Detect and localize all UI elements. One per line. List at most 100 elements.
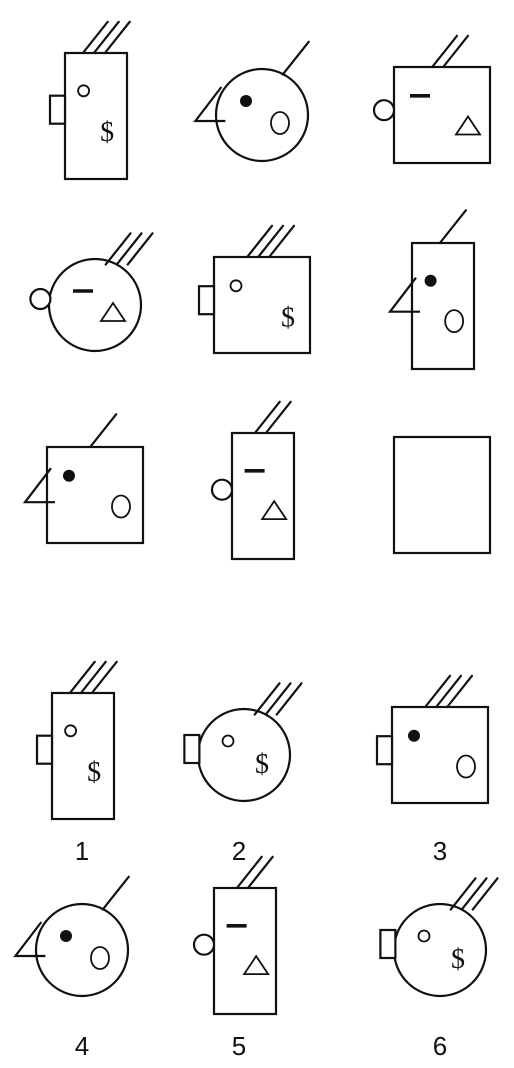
option-label-2: 2 <box>232 836 246 866</box>
hair-stroke <box>255 683 280 714</box>
matrix-figure-2 <box>195 42 308 161</box>
option-figure-5 <box>194 857 276 1014</box>
hair-stroke <box>432 36 457 67</box>
hair-stroke <box>117 233 142 264</box>
eye-open-circle <box>65 725 76 736</box>
eye-filled-dot <box>240 95 252 107</box>
dollar-sign: $ <box>87 757 101 788</box>
matrix-figure-6 <box>390 210 474 369</box>
ear-rectangle <box>37 736 52 764</box>
option-figure-3 <box>377 676 488 803</box>
eye-open-circle <box>78 85 89 96</box>
head-rectangle <box>65 53 127 179</box>
hair-stroke <box>105 22 130 53</box>
hair-stroke <box>255 402 280 433</box>
head-rectangle <box>214 257 310 353</box>
option-label-6: 6 <box>433 1031 447 1061</box>
head-circle <box>49 259 141 351</box>
dollar-sign: $ <box>281 303 295 334</box>
hair-stroke <box>266 683 291 714</box>
eye-filled-dot <box>63 470 75 482</box>
hair-stroke <box>94 22 119 53</box>
hair-stroke <box>128 233 153 264</box>
hair-stroke <box>266 402 291 433</box>
head-rectangle <box>47 447 143 543</box>
matrix-figure-7 <box>25 414 143 543</box>
head-circle <box>394 904 486 996</box>
hair-stroke <box>90 414 116 447</box>
head-rectangle <box>392 707 488 803</box>
hair-stroke <box>451 878 476 909</box>
head-rectangle <box>412 243 474 369</box>
eye-filled-dot <box>60 930 72 942</box>
hair-stroke <box>83 22 108 53</box>
ear-circle <box>194 935 214 955</box>
hair-stroke <box>70 662 95 693</box>
head-circle <box>36 904 128 996</box>
option-figure-2: $ <box>184 683 301 801</box>
option-figure-6: $ <box>380 878 497 996</box>
option-figure-4 <box>15 877 128 996</box>
ear-rectangle <box>50 96 65 124</box>
eye-open-circle <box>231 280 242 291</box>
head-circle <box>216 69 308 161</box>
hair-stroke <box>247 226 272 257</box>
blank-answer-box <box>394 437 490 553</box>
option-label-3: 3 <box>433 836 447 866</box>
head-rectangle <box>394 67 490 163</box>
dollar-sign: $ <box>451 944 465 975</box>
answer-options: $1 $2 3 4 5 $6 <box>15 662 497 1061</box>
dollar-sign: $ <box>255 749 269 780</box>
ear-circle <box>374 100 394 120</box>
option-label-1: 1 <box>75 836 89 866</box>
option-label-5: 5 <box>232 1031 246 1061</box>
matrix-figure-9 <box>394 437 490 553</box>
ear-circle <box>30 289 50 309</box>
dollar-sign: $ <box>100 117 114 148</box>
head-circle <box>198 709 290 801</box>
ear-rectangle <box>377 736 392 764</box>
eye-filled-dot <box>408 730 420 742</box>
mouth-oval <box>91 947 109 969</box>
hair-stroke <box>436 676 461 707</box>
hair-stroke <box>269 226 294 257</box>
matrix-figure-5: $ <box>199 226 310 353</box>
option-figure-1: $ <box>37 662 117 819</box>
hair-stroke <box>92 662 117 693</box>
hair-stroke <box>103 877 129 910</box>
matrix-figure-4 <box>30 233 152 351</box>
hair-stroke <box>443 36 468 67</box>
hair-stroke <box>258 226 283 257</box>
mouth-oval <box>457 756 475 778</box>
mouth-oval <box>112 496 130 518</box>
hair-stroke <box>277 683 302 714</box>
ear-circle <box>212 480 232 500</box>
hair-stroke <box>447 676 472 707</box>
option-label-4: 4 <box>75 1031 89 1061</box>
hair-stroke <box>283 42 309 75</box>
matrix-figure-1: $ <box>50 22 130 179</box>
hair-stroke <box>106 233 131 264</box>
mouth-oval <box>271 112 289 134</box>
hair-stroke <box>425 676 450 707</box>
hair-stroke <box>473 878 498 909</box>
eye-open-circle <box>419 931 430 942</box>
mouth-oval <box>445 310 463 332</box>
ear-rectangle <box>184 735 199 763</box>
hair-stroke <box>248 857 273 888</box>
puzzle-matrix: $$ <box>25 22 490 559</box>
matrix-figure-8 <box>212 402 294 559</box>
ear-rectangle <box>199 286 214 314</box>
head-rectangle <box>52 693 114 819</box>
hair-stroke <box>81 662 106 693</box>
matrix-figure-3 <box>374 36 490 163</box>
head-rectangle <box>214 888 276 1014</box>
hair-stroke <box>462 878 487 909</box>
eye-open-circle <box>223 736 234 747</box>
head-rectangle <box>232 433 294 559</box>
ear-rectangle <box>380 930 395 958</box>
eye-filled-dot <box>425 275 437 287</box>
hair-stroke <box>440 210 466 243</box>
